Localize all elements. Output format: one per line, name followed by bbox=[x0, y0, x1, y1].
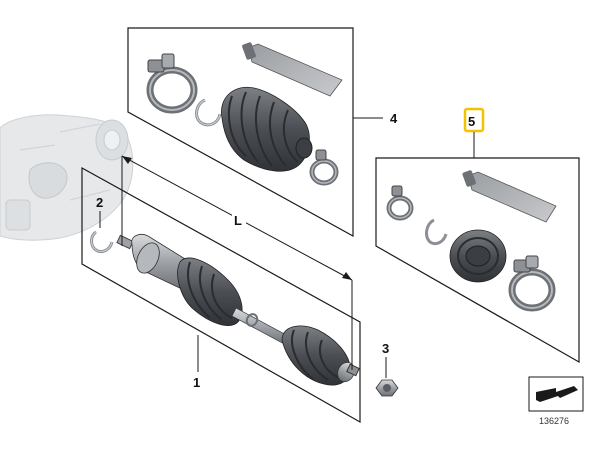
outer-boot bbox=[221, 86, 313, 172]
shaft-inner-boot bbox=[177, 257, 243, 326]
callout-5: 5 bbox=[468, 114, 475, 129]
shaft-assembly-group bbox=[81, 166, 361, 424]
grease-tube-outer bbox=[242, 42, 343, 97]
callout-5-highlight bbox=[463, 107, 485, 133]
callout-5-group: 5 bbox=[463, 107, 485, 158]
axle-nut bbox=[375, 379, 399, 397]
inner-boot bbox=[449, 229, 507, 283]
callout-L: L bbox=[234, 213, 242, 228]
large-clamp-outer bbox=[146, 53, 198, 114]
length-dimension: L bbox=[121, 155, 353, 370]
small-clamp-outer bbox=[309, 149, 339, 186]
grease-tube-inner bbox=[462, 170, 557, 223]
callout-2: 2 bbox=[96, 195, 103, 210]
transmission-housing-ghost bbox=[0, 114, 134, 241]
reference-number: 136276 bbox=[539, 416, 569, 426]
circlip-outer bbox=[195, 98, 222, 127]
shaft-assembly-frame bbox=[81, 166, 361, 424]
outer-joint-stub bbox=[337, 361, 360, 383]
outer-boot-kit-group bbox=[127, 27, 354, 238]
inner-boot-kit-frame bbox=[375, 157, 580, 364]
circlip-shaft bbox=[90, 230, 114, 254]
callout-4: 4 bbox=[390, 111, 398, 126]
catalog-arrow-icon bbox=[528, 376, 584, 412]
callout-1: 1 bbox=[193, 375, 200, 390]
outer-boot-kit-frame bbox=[127, 27, 354, 238]
shaft-outer-boot bbox=[281, 325, 351, 386]
large-clamp-inner bbox=[508, 255, 556, 312]
callout-3: 3 bbox=[382, 341, 389, 356]
circlip-inner bbox=[425, 218, 448, 246]
inner-boot-kit-group bbox=[375, 157, 580, 364]
small-clamp-inner bbox=[386, 185, 414, 221]
